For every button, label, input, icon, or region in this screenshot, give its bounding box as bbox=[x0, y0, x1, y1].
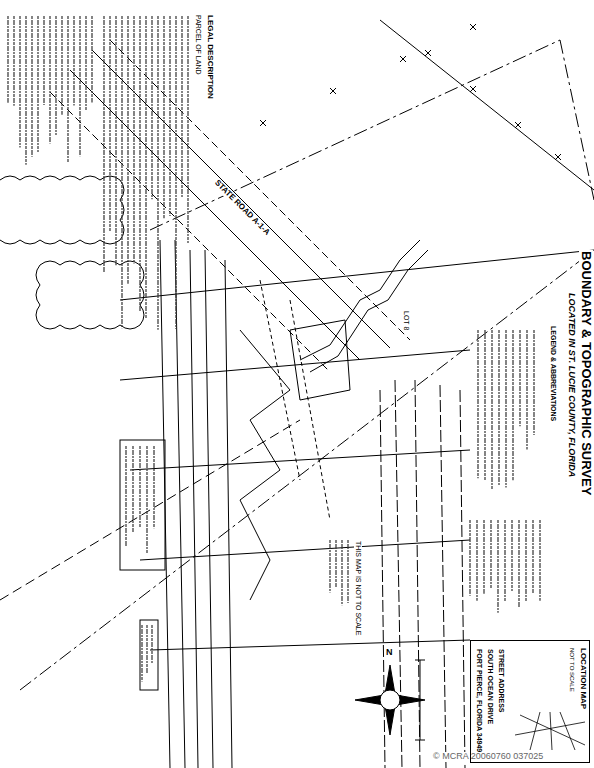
scale-note: NOT TO SCALE bbox=[568, 647, 575, 693]
address-line: STREET ADDRESS bbox=[497, 648, 505, 714]
map-heading: LOCATION MAP bbox=[578, 647, 587, 710]
map-note: THIS MAP IS NOT TO SCALE bbox=[354, 540, 362, 636]
survey-subtitle: LOCATED IN ST. LUCIE COUNTY, FLORIDA bbox=[566, 292, 576, 478]
address-line: SOUTH OCEAN DRIVE bbox=[486, 648, 494, 725]
north-arrow-label: N bbox=[385, 648, 394, 658]
section-subheading: PARCEL OF LAND bbox=[194, 14, 202, 76]
section-heading: LEGAL DESCRIPTION bbox=[205, 14, 214, 100]
location-map-box: LOCATION MAPNOT TO SCALE bbox=[470, 640, 590, 763]
legend-heading: LEGEND & ABBREVIATIONS bbox=[549, 325, 557, 422]
watermark: © MCRA 20060760 037025 bbox=[432, 752, 544, 762]
lot-label: LOT 8 bbox=[402, 310, 410, 331]
address-line: FORT PIERCE, FLORIDA 34949 bbox=[475, 648, 483, 753]
survey-title: BOUNDARY & TOPOGRAPHIC SURVEY bbox=[579, 250, 593, 496]
